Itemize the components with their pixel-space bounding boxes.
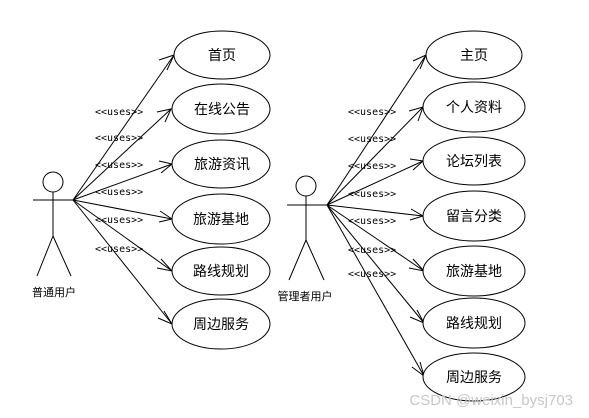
use-case-right-3: 留言分类: [422, 190, 526, 242]
actor-left-leg: [288, 239, 307, 281]
actor-admin-user: 管理者用户: [278, 175, 333, 303]
use-case-label: 周边服务: [193, 317, 249, 333]
use-case-label: 路线规划: [446, 316, 502, 332]
use-case-left-3: 旅游基地: [171, 193, 271, 245]
use-case-right-4: 旅游基地: [422, 245, 526, 297]
use-case-label: 旅游资讯: [194, 157, 250, 173]
uses-label: <<uses>>: [348, 161, 396, 172]
use-case-label: 旅游基地: [193, 211, 249, 228]
use-case-label: 个人资料: [446, 100, 502, 116]
use-case-left-2: 旅游资讯: [171, 139, 271, 189]
use-case-label: 主页: [460, 48, 488, 64]
use-case-left-1: 在线公告: [171, 83, 271, 135]
actor-head: [42, 171, 64, 193]
uses-label: <<uses>>: [348, 189, 396, 200]
use-case-right-2: 论坛列表: [422, 136, 526, 186]
actor-left-leg: [36, 235, 54, 277]
left-uses-labels: <<uses>> <<uses>> <<uses>> <<uses>> <<us…: [95, 107, 143, 255]
actor-label-regular-user: 普通用户: [32, 285, 76, 299]
use-case-label: 留言分类: [446, 209, 502, 225]
right-use-cases: 主页 个人资料 论坛列表 留言分类 旅游基地 路线规划 周边服务: [422, 30, 526, 402]
use-case-left-5: 周边服务: [171, 298, 271, 350]
association-left-0: [72, 54, 175, 201]
uses-label: <<uses>>: [95, 133, 143, 144]
use-case-left-4: 路线规划: [171, 246, 271, 296]
association-right-6: [326, 204, 425, 378]
use-case-label: 周边服务: [446, 370, 502, 386]
use-case-label: 首页: [208, 48, 236, 64]
actor-right-leg: [52, 235, 72, 277]
left-use-cases: 首页 在线公告 旅游资讯 旅游基地 路线规划 周边服务: [171, 30, 271, 350]
use-case-label: 在线公告: [194, 102, 250, 118]
actor-regular-user: 普通用户: [32, 171, 76, 299]
actor-label-admin-user: 管理者用户: [278, 289, 333, 303]
association-left-1: [72, 108, 172, 201]
actor-right-leg: [305, 239, 325, 281]
uses-label: <<uses>>: [348, 134, 396, 145]
right-uses-labels: <<uses>> <<uses>> <<uses>> <<uses>> <<us…: [348, 107, 396, 280]
use-case-label: 论坛列表: [446, 154, 502, 170]
use-case-right-6: 周边服务: [422, 352, 526, 402]
use-case-right-5: 路线规划: [422, 297, 526, 349]
actor-head: [295, 175, 317, 197]
uses-label: <<uses>>: [95, 244, 143, 255]
use-case-label: 路线规划: [193, 264, 249, 280]
use-case-label: 旅游基地: [446, 263, 502, 280]
use-case-right-1: 个人资料: [422, 81, 526, 133]
uses-label: <<uses>>: [95, 160, 143, 171]
uses-label: <<uses>>: [348, 245, 396, 256]
watermark: CSDN @weixin_bysj703: [409, 392, 573, 409]
uses-label: <<uses>>: [95, 107, 143, 118]
uses-label: <<uses>>: [348, 269, 396, 280]
uses-label: <<uses>>: [95, 187, 143, 198]
uses-label: <<uses>>: [95, 215, 143, 226]
uses-label: <<uses>>: [348, 216, 396, 227]
association-left-4: [72, 199, 174, 272]
uses-label: <<uses>>: [348, 107, 396, 118]
use-case-right-0: 主页: [425, 30, 523, 80]
use-case-left-0: 首页: [173, 30, 271, 80]
